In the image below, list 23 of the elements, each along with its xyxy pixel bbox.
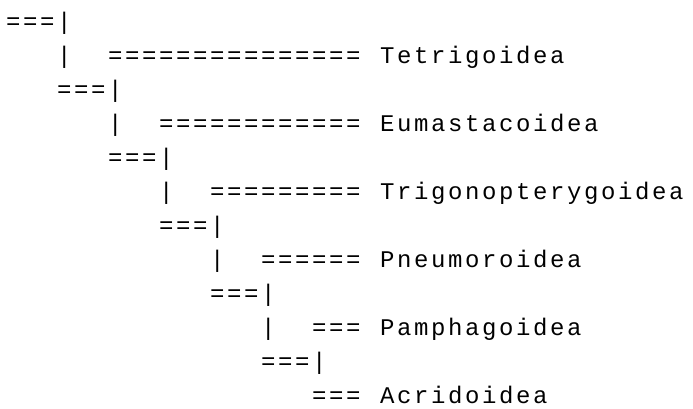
taxon-name: Acridoidea — [380, 383, 550, 409]
taxon-name: Pneumoroidea — [380, 247, 584, 277]
branch-line-text: ====== — [261, 247, 364, 277]
branch-stem-text: | — [261, 315, 278, 345]
branch-line-text: =============== — [108, 43, 364, 73]
branch-junction-text: ===| — [6, 9, 74, 39]
branch-junction-text: ===| — [108, 145, 176, 175]
branch-line-text: === — [312, 315, 364, 345]
branch-junction-text: ===| — [57, 77, 126, 107]
branch-junction-text: ===| — [210, 281, 278, 311]
branch-junction-text: ===| — [261, 349, 330, 379]
branch-line-text: ========= — [210, 179, 364, 209]
branch-line-text: ============ — [159, 111, 364, 141]
taxon-name: Trigonopterygoidea — [380, 179, 686, 209]
taxon-name: Pamphagoidea — [380, 315, 584, 345]
branch-stem-text: | — [210, 247, 228, 277]
branch-line-text: === — [312, 383, 364, 409]
branch-stem-text: | — [108, 111, 126, 141]
taxon-name: Tetrigoidea — [380, 43, 568, 73]
branch-junction-text: ===| — [159, 213, 228, 243]
branch-stem-text: | — [57, 43, 74, 73]
branch-stem-text: | — [159, 179, 176, 209]
taxon-name: Eumastacoidea — [380, 111, 602, 141]
